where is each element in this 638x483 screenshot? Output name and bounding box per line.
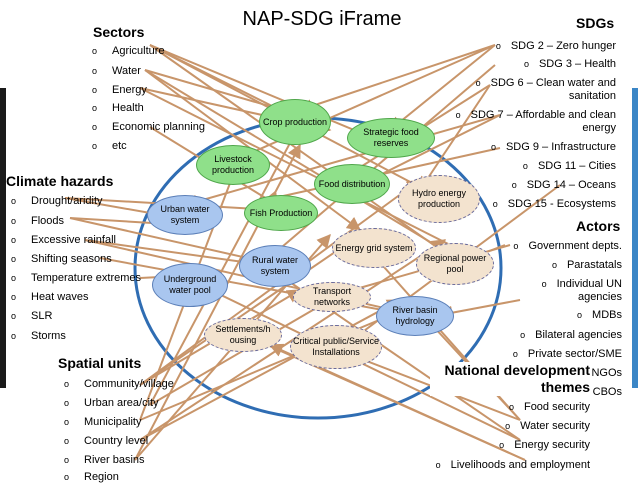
- connection-arrow: [298, 44, 496, 113]
- page-title: NAP-SDG iFrame: [242, 8, 402, 30]
- connection-arrow: [149, 44, 457, 261]
- connection-arrow: [183, 114, 501, 209]
- node-rural-water-system: Rural water system: [239, 245, 311, 287]
- node-livestock-production: Livestock production: [196, 145, 270, 185]
- node-urban-water-system: Urban water system: [147, 195, 223, 235]
- connection-arrow: [388, 44, 496, 131]
- connection-arrow: [139, 234, 362, 386]
- actor-item: CBOs: [592, 386, 622, 398]
- node-transport-networks: Transport networks: [293, 282, 371, 312]
- climate-hazards-heading: Climate hazards: [6, 173, 114, 189]
- node-settlements-housing: Settlements/h ousing: [204, 318, 282, 352]
- node-crop-production: Crop production: [259, 99, 331, 145]
- node-fish-production: Fish Production: [244, 195, 318, 231]
- node-river-basin-hydrology: River basin hydrology: [376, 296, 454, 336]
- spatial-units-heading: Spatial units: [58, 355, 142, 371]
- node-strategic-food-reserves: Strategic food reserves: [347, 118, 435, 158]
- sectors-heading: Sectors: [93, 24, 145, 40]
- connection-arrow: [149, 299, 332, 406]
- node-energy-grid-system: Energy grid system: [332, 228, 416, 268]
- node-critical-installations: Critical public/Service Installations: [290, 325, 382, 369]
- left-edge-bar: [0, 88, 6, 388]
- node-underground-water-pool: Underground water pool: [152, 263, 228, 307]
- connection-arrow: [84, 239, 267, 271]
- right-edge-bar: [632, 88, 638, 388]
- node-hydro-energy-production: Hydro energy production: [398, 175, 480, 223]
- actor-item: NGOs: [591, 367, 622, 379]
- actors-heading: Actors: [576, 218, 621, 234]
- sdgs-heading: SDGs: [576, 15, 615, 31]
- connection-arrow: [139, 299, 402, 441]
- national-themes-heading: National development themes: [430, 362, 590, 396]
- node-regional-power-pool: Regional power pool: [416, 243, 494, 285]
- connection-arrow: [69, 217, 267, 267]
- node-food-distribution: Food distribution: [314, 164, 390, 204]
- connection-arrow: [149, 113, 306, 406]
